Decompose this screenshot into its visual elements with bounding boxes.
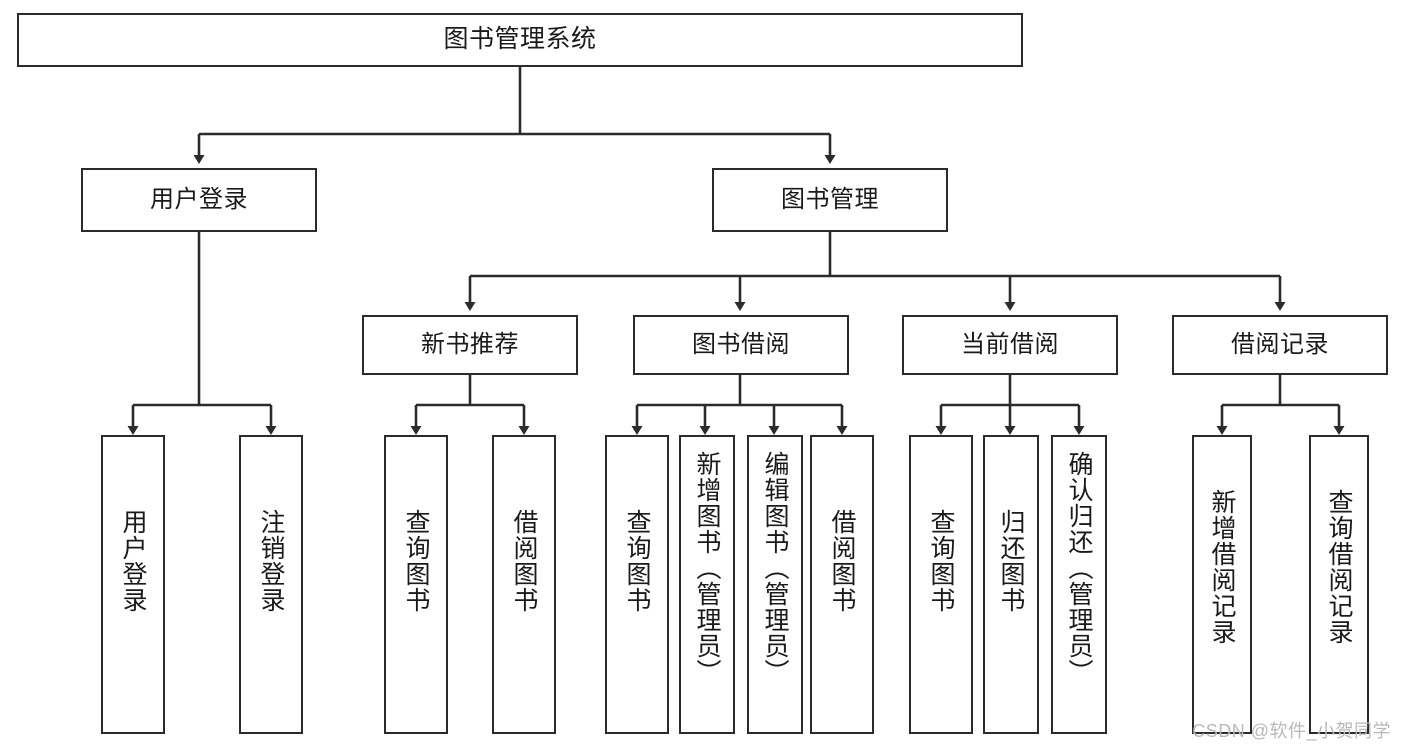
- node-borrow-record[interactable]: 借阅记录: [1172, 315, 1388, 375]
- csdn-watermark: CSDN @软件_小贺同学: [1192, 721, 1391, 741]
- leaf-record-query-record[interactable]: 查询借阅记录: [1309, 435, 1369, 734]
- leaf-new-book-query[interactable]: 查询图书: [384, 435, 448, 734]
- leaf-borrow-add-book-admin[interactable]: 新增图书（管理员）: [679, 435, 735, 734]
- node-label: 借阅记录: [1231, 330, 1329, 358]
- node-book-borrow[interactable]: 图书借阅: [633, 315, 849, 375]
- leaf-borrow-edit-book-admin[interactable]: 编辑图书（管理员）: [747, 435, 803, 734]
- node-book-management[interactable]: 图书管理: [712, 168, 948, 232]
- node-label: 借阅图书: [510, 509, 538, 613]
- node-label: 查询借阅记录: [1325, 489, 1353, 645]
- node-label: 新增图书（管理员）: [693, 451, 721, 685]
- leaf-borrow-query-book[interactable]: 查询图书: [605, 435, 669, 734]
- node-label: 用户登录: [150, 185, 248, 213]
- node-label: 编辑图书（管理员）: [761, 451, 789, 685]
- leaf-new-book-borrow[interactable]: 借阅图书: [492, 435, 556, 734]
- node-label: 图书管理系统: [443, 25, 597, 54]
- leaf-record-add-record[interactable]: 新增借阅记录: [1192, 435, 1252, 734]
- node-label: 借阅图书: [828, 509, 856, 613]
- leaf-user-login-logout[interactable]: 注销登录: [239, 435, 303, 734]
- node-label: 新增借阅记录: [1208, 489, 1236, 645]
- leaf-current-confirm-return-admin[interactable]: 确认归还（管理员）: [1051, 435, 1107, 734]
- leaf-current-query-book[interactable]: 查询图书: [909, 435, 973, 734]
- leaf-borrow-borrow-book[interactable]: 借阅图书: [810, 435, 874, 734]
- node-label: 图书管理: [781, 185, 879, 213]
- node-label: 图书借阅: [692, 330, 790, 358]
- node-label: 当前借阅: [961, 330, 1059, 358]
- node-label: 用户登录: [119, 509, 147, 613]
- node-label: 归还图书: [997, 509, 1025, 613]
- node-root-system[interactable]: 图书管理系统: [17, 13, 1023, 67]
- node-new-book-recommend[interactable]: 新书推荐: [362, 315, 578, 375]
- leaf-user-login-login[interactable]: 用户登录: [101, 435, 165, 734]
- node-current-borrow[interactable]: 当前借阅: [902, 315, 1118, 375]
- node-label: 查询图书: [402, 509, 430, 613]
- node-label: 注销登录: [257, 509, 285, 613]
- node-label: 查询图书: [623, 509, 651, 613]
- node-user-login[interactable]: 用户登录: [81, 168, 317, 232]
- node-label: 确认归还（管理员）: [1065, 451, 1093, 685]
- node-label: 查询图书: [927, 509, 955, 613]
- leaf-current-return-book[interactable]: 归还图书: [983, 435, 1039, 734]
- node-label: 新书推荐: [421, 330, 519, 358]
